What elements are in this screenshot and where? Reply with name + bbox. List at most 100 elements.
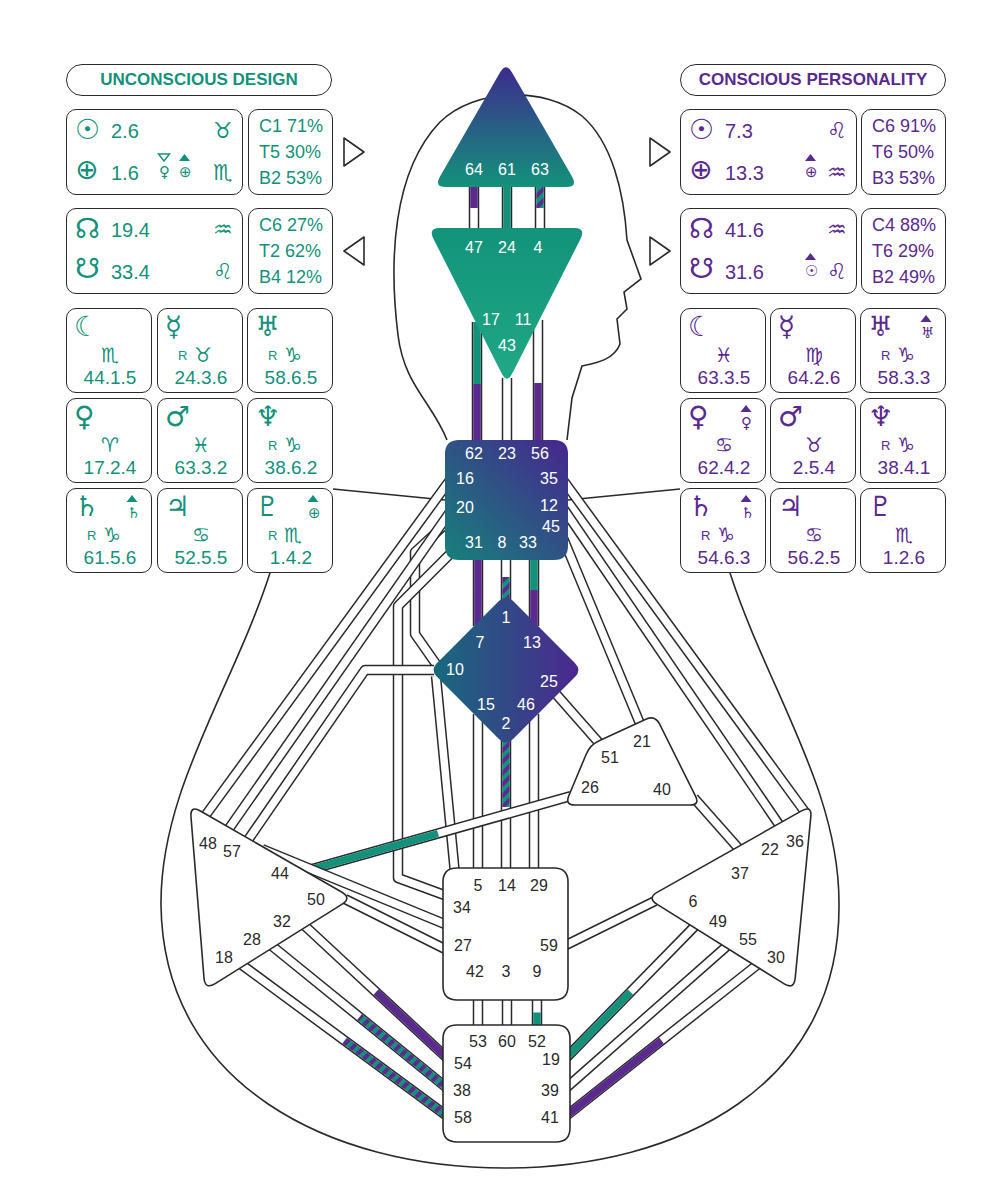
channel-outline: [473, 714, 484, 874]
gate-number: 60: [498, 1033, 516, 1051]
gate-number: 11: [515, 311, 532, 329]
planet-box: ☿R♉24.3.6: [157, 308, 243, 393]
center-shape: [652, 809, 811, 986]
text-holder: 22: [761, 841, 779, 859]
zodiac-sign: ♌: [827, 118, 847, 143]
text-holder: ♏: [284, 524, 302, 547]
channel: [478, 554, 479, 626]
channel: [694, 798, 740, 850]
text-holder: 61: [498, 161, 516, 179]
text-holder: ⊕: [75, 154, 98, 186]
text-holder: 21: [633, 733, 651, 751]
planet-symbol: ☿: [165, 311, 182, 343]
center-shape: [191, 809, 347, 986]
gate-number: 18: [215, 949, 233, 967]
text-holder: 31: [465, 534, 483, 552]
gate-activation: [272, 946, 447, 1088]
channel-outline: [564, 901, 655, 946]
channel-body: [474, 554, 482, 626]
gate-number: 1: [502, 609, 511, 627]
text-holder: ♄: [741, 505, 754, 522]
gate-number: 9: [533, 963, 542, 981]
channel: [534, 714, 535, 874]
text-holder: ♅: [255, 311, 280, 343]
text-holder: ♋: [192, 524, 210, 547]
gate-number: 63: [531, 161, 549, 179]
text-holder: ♉: [213, 118, 233, 143]
gate-activation: [502, 554, 510, 600]
text-holder: 38: [453, 1082, 471, 1100]
zodiac-sign: ♌: [213, 259, 233, 284]
text-holder: 52: [528, 1033, 546, 1051]
channel-body: [345, 899, 447, 950]
text-holder: 64.2.6: [788, 367, 841, 389]
text-holder: C6 27%: [259, 215, 323, 236]
planet-symbol: ♄: [688, 491, 713, 523]
text-holder: 1.2.6: [883, 547, 925, 569]
channel: [248, 670, 434, 840]
gate-number: 43: [498, 337, 516, 355]
energy-center: 622356163520123183345: [439, 434, 574, 566]
channel: [566, 946, 727, 1088]
channel-body: [503, 378, 511, 446]
text-holder: 12: [540, 497, 558, 515]
planet-box: ☾♓63.3.5: [680, 308, 766, 393]
percentage-text: C1 71%: [259, 116, 323, 137]
text-holder: R: [268, 349, 277, 364]
text-holder: R: [268, 439, 277, 454]
text-holder: 2.6: [111, 120, 139, 143]
planet-box: ♃♋52.5.5: [157, 488, 243, 573]
percentage-text: B2 53%: [259, 168, 322, 189]
text-holder: ⊕: [805, 164, 818, 181]
channel-outline: [566, 946, 727, 1088]
exaltation-symbol: ⊕: [179, 164, 192, 181]
energy-center: 646163: [428, 56, 584, 193]
text-holder: ♌: [213, 259, 233, 284]
channel-outline: [248, 670, 434, 840]
text-holder: T5 30%: [259, 142, 321, 163]
text-holder: 25: [540, 673, 558, 691]
zodiac-sign: ♓: [192, 434, 210, 457]
gate-number: 6: [689, 893, 698, 911]
planet-symbol: ♃: [165, 491, 190, 523]
retrograde-mark: R: [178, 349, 187, 364]
channel: [507, 180, 508, 236]
text-holder: R: [87, 529, 96, 544]
planet-box: ♃♋56.2.5: [770, 488, 856, 573]
text-holder: 58.6.5: [265, 367, 318, 389]
text-holder: 56.2.5: [788, 547, 841, 569]
gate-number: 13: [523, 634, 541, 652]
channel: [474, 180, 475, 236]
planet-symbol: ⊕: [75, 154, 98, 186]
planet-box: ♄♄R♑61.5.6: [66, 488, 152, 573]
gate-number: 62: [465, 445, 483, 463]
gate-number: 51: [601, 749, 619, 767]
text-holder: 58: [454, 1109, 472, 1127]
exaltation-symbol: ♀: [741, 415, 752, 432]
text-holder: 51: [601, 749, 619, 767]
planet-symbol: ♂: [778, 401, 803, 433]
channel-body: [502, 554, 510, 600]
gate-number: 37: [731, 865, 749, 883]
arrow-marker: [650, 237, 670, 265]
channel-body: [305, 796, 571, 871]
text-holder: ☾: [74, 311, 99, 343]
text-holder: B2 53%: [259, 168, 322, 189]
planet-box: ♆R♑38.6.2: [247, 398, 333, 483]
text-holder: CONSCIOUS PERSONALITY: [699, 70, 928, 90]
planet-symbol: ☿: [778, 311, 795, 343]
retrograde-mark: R: [881, 439, 890, 454]
exaltation-symbol: ☉: [805, 263, 818, 280]
gate-line-number: 13.3: [725, 162, 764, 185]
gate-number: 41: [541, 1109, 559, 1127]
text-holder: 29: [530, 877, 548, 895]
text-holder: 62.4.2: [698, 457, 751, 479]
percentage-text: T5 30%: [259, 142, 321, 163]
planet-box: ♇♏1.2.6: [860, 488, 946, 573]
gate-number: 33: [519, 534, 537, 552]
text-holder: ♒: [827, 217, 847, 242]
channel-outline: [345, 899, 447, 950]
channel-outline: [272, 946, 447, 1088]
text-holder: C1 71%: [259, 116, 323, 137]
